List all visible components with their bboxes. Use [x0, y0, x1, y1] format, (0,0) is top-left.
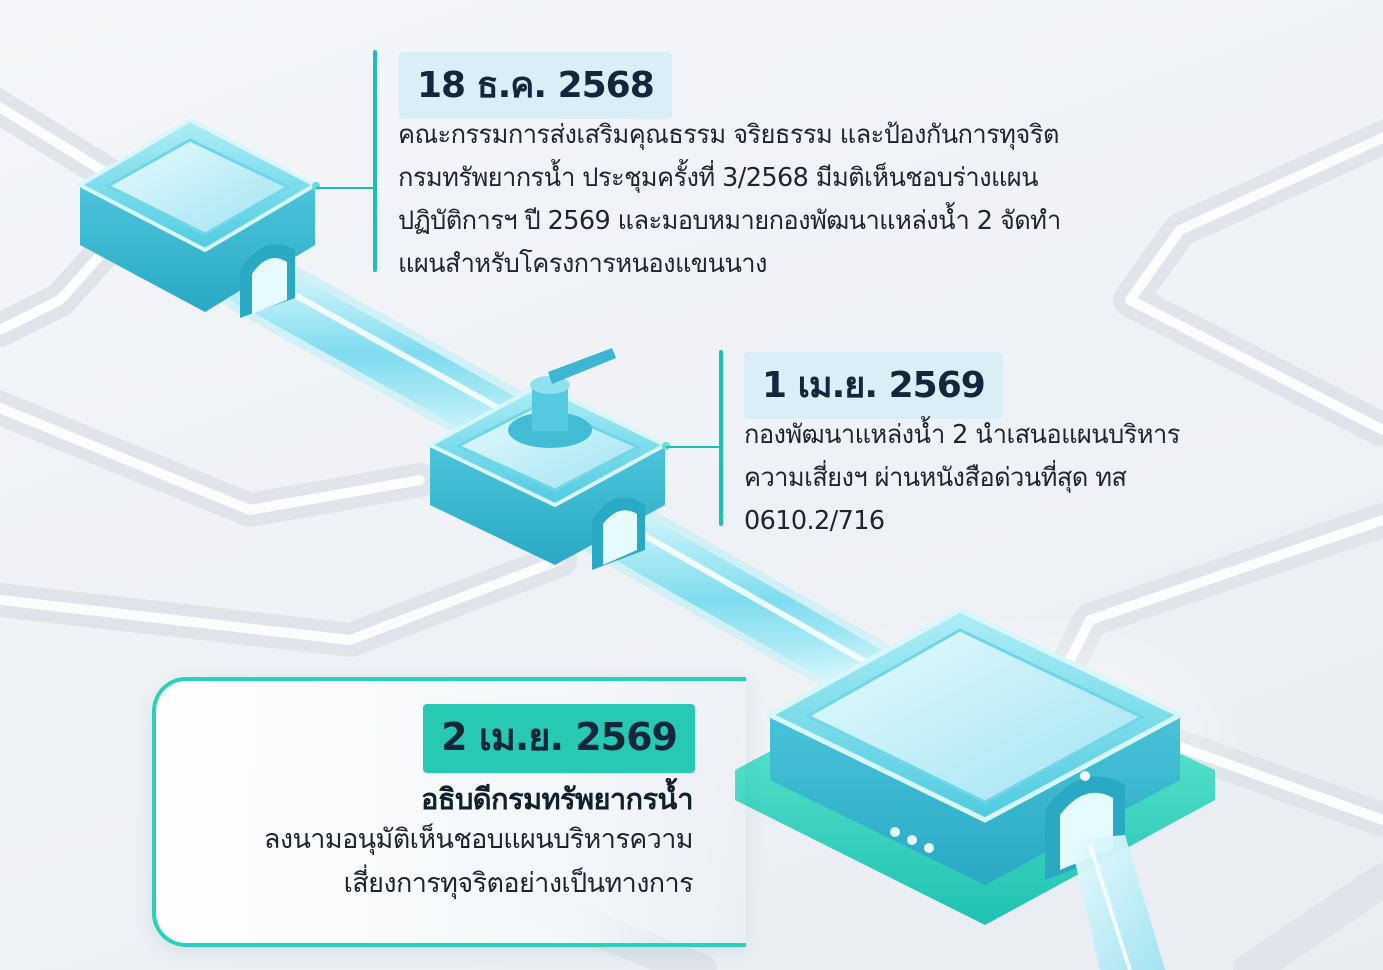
event-3-line: ลงนามอนุมัติเห็นชอบแผนบริหารความ [263, 824, 694, 855]
event-1-line: ปฏิบัติการฯ ปี 2569 และมอบหมายกองพัฒนาแห… [398, 206, 1061, 236]
event-date-1: 18 ธ.ค. 2568 [399, 52, 672, 119]
event-2-line: กองพัฒนาแหล่งน้ำ 2 นำเสนอแผนบริหาร [744, 420, 1180, 450]
main-water-pipe [215, 245, 915, 715]
event-1-line: กรมทรัพยากรน้ำ ประชุมครั้งที่ 3/2568 มีม… [398, 163, 1039, 193]
event-description-2: กองพัฒนาแหล่งน้ำ 2 นำเสนอแผนบริหาร ความเ… [744, 414, 1180, 543]
event-2-line: 0610.2/716 [744, 506, 885, 536]
event-1-line: แผนสำหรับโครงการหนองแขนนาง [398, 249, 767, 279]
water-tank-1 [75, 117, 320, 318]
large-water-tank [725, 607, 1245, 970]
event-date-3: 2 เม.ย. 2569 [423, 704, 695, 773]
event-2-line: ความเสี่ยงฯ ผ่านหนังสือด่วนที่สุด ทส [744, 463, 1127, 493]
timeline-connectors [316, 187, 719, 448]
event-description-1: คณะกรรมการส่งเสริมคุณธรรม จริยธรรม และป้… [398, 114, 1061, 286]
valve-tank [425, 348, 670, 570]
timeline-marker-2 [719, 350, 723, 526]
event-1-line: คณะกรรมการส่งเสริมคุณธรรม จริยธรรม และป้… [398, 120, 1059, 150]
event-date-2: 1 เม.ย. 2569 [744, 352, 1003, 419]
timeline-marker-1 [373, 50, 377, 272]
event-3-line: เสี่ยงการทุจริตอย่างเป็นทางการ [343, 868, 694, 899]
event-title-3: อธิบดีกรมทรัพยากรน้ำ [421, 782, 694, 816]
event-description-3: ลงนามอนุมัติเห็นชอบแผนบริหารความ เสี่ยงก… [263, 818, 694, 906]
